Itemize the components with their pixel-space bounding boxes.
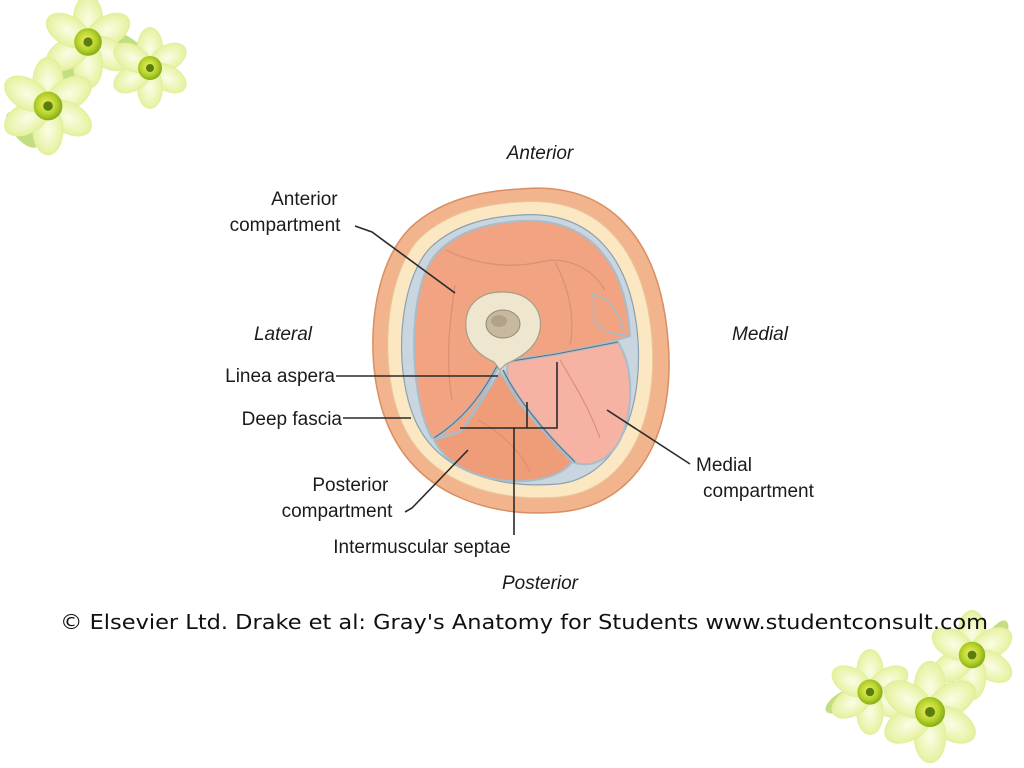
sartorius-muscle xyxy=(592,293,625,336)
medial-muscle-division xyxy=(559,359,601,439)
medial-compartment-leader xyxy=(606,409,691,465)
orientation-anterior: Anterior xyxy=(506,143,574,164)
posterior-compartment-muscle xyxy=(432,370,574,483)
label-posterior-compartment: Posterior compartment xyxy=(282,475,394,522)
leader-lines xyxy=(336,225,691,535)
anterior-compartment-leader xyxy=(354,225,456,294)
intermuscular-septae-bracket xyxy=(514,362,558,429)
orientation-lateral: Lateral xyxy=(254,324,313,345)
label-anterior-compartment: Anterior compartment xyxy=(230,189,343,236)
label-intermuscular-septae: Intermuscular septae xyxy=(333,537,510,558)
label-linea-aspera: Linea aspera xyxy=(225,366,335,387)
anterior-muscle-division xyxy=(445,249,606,291)
copyright-credit: © Elsevier Ltd. Drake et al: Gray's Anat… xyxy=(60,610,988,634)
label-medial-compartment: Medial compartment xyxy=(696,455,815,502)
label-deep-fascia: Deep fascia xyxy=(242,409,343,430)
orientation-medial: Medial xyxy=(732,324,789,345)
anterior-muscle-division xyxy=(554,261,573,346)
thigh-cross-section xyxy=(372,187,670,514)
orientation-posterior: Posterior xyxy=(502,573,579,594)
posterior-muscle-division xyxy=(477,419,531,473)
posterior-compartment-leader xyxy=(404,449,469,513)
anterior-muscle-division xyxy=(447,284,456,401)
flower-decoration-top-left xyxy=(0,0,193,156)
